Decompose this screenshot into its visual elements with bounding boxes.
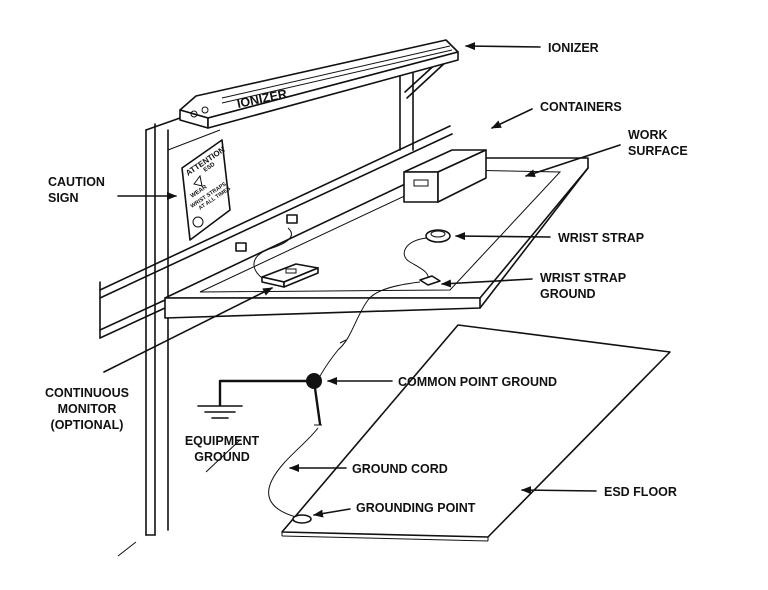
ground-cord: [268, 424, 322, 519]
caution-sign-label-line2: SIGN: [48, 191, 79, 205]
callout-labels: IONIZER CONTAINERS WORK SURFACE CAUTION …: [45, 41, 688, 515]
ionizer-arrow: [465, 42, 541, 51]
wrist-strap-arrow: [455, 232, 551, 241]
esd-symbol-icon: [192, 174, 204, 228]
work-surface: [164, 157, 589, 319]
grounding-point-snap: [292, 514, 312, 524]
wrist-strap-ground-label-line1: WRIST STRAP: [540, 271, 626, 285]
continuous-monitor-arrow: [103, 287, 273, 373]
equipment-ground-label-line2: GROUND: [194, 450, 250, 464]
equipment-ground-label-line1: EQUIPMENT: [185, 434, 260, 448]
common-point-ground-node: [306, 373, 322, 389]
containers-label: CONTAINERS: [540, 100, 622, 114]
caution-sign-board: ATTENTION ESD WEAR WRIST STRAPS AT ALL T…: [167, 129, 232, 241]
caution-sign-label-line1: CAUTION: [48, 175, 105, 189]
wrist-strap-label: WRIST STRAP: [558, 231, 644, 245]
work-surface-label-line1: WORK: [628, 128, 668, 142]
common-point-ground-label: COMMON POINT GROUND: [398, 375, 557, 389]
work-surface-label-line2: SURFACE: [628, 144, 688, 158]
esd-floor-label: ESD FLOOR: [604, 485, 677, 499]
wrist-strap-assembly: [317, 229, 451, 381]
callout-arrows: [103, 42, 621, 518]
wrist-strap-ground-arrow: [441, 278, 533, 288]
esd-floor-arrow: [521, 486, 597, 495]
ionizer-label: IONIZER: [548, 41, 599, 55]
grounding-point-label: GROUNDING POINT: [356, 501, 476, 515]
outlet-strip: [235, 214, 298, 252]
ground-wiring: [197, 379, 322, 426]
continuous-monitor-label-line1: CONTINUOUS: [45, 386, 129, 400]
grounding-point-arrow: [313, 508, 351, 518]
containers-arrow: [491, 108, 533, 129]
ionizer-bar: IONIZER: [179, 39, 459, 129]
wrist-strap-ground-label-line2: GROUND: [540, 287, 596, 301]
esd-floor-mat: [281, 324, 671, 542]
continuous-monitor-device: [253, 227, 319, 288]
continuous-monitor-label-line2: MONITOR: [58, 402, 117, 416]
containers-box: [403, 149, 487, 203]
ground-cord-label: GROUND CORD: [352, 462, 448, 476]
shelf-rails: [99, 125, 453, 339]
equipment-ground-leader: [205, 439, 241, 473]
work-surface-arrow: [525, 144, 621, 177]
continuous-monitor-label-line3: (OPTIONAL): [51, 418, 124, 432]
